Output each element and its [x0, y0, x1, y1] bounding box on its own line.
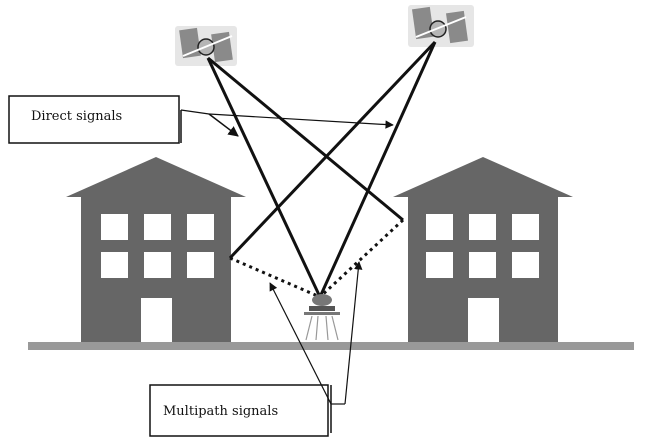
direct-label-connector: [180, 109, 210, 115]
gnss-receiver-icon: [304, 294, 340, 341]
right-building-icon: [393, 157, 573, 342]
multipath-signals-label-box: [149, 384, 329, 437]
right-satellite-icon: [408, 5, 474, 47]
multipath-signals-label: Multipath signals: [163, 404, 278, 419]
reflected-path-right-sat: [228, 40, 437, 260]
direct-arrow-left: [208, 113, 239, 137]
direct-arrow-right: [208, 113, 394, 129]
direct-signal-left: [206, 57, 322, 298]
left-satellite-icon: [175, 26, 237, 66]
multipath-dotted-right: [318, 218, 405, 299]
direct-signals-label-box: [8, 95, 180, 144]
direct-signals-label: Direct signals: [31, 109, 122, 124]
multipath-arrow-left: [269, 282, 332, 405]
ground-line: [28, 342, 634, 350]
multipath-dotted-left: [229, 256, 321, 299]
left-building-icon: [66, 157, 246, 342]
reflected-path-left-sat: [207, 56, 404, 222]
multipath-arrow-right: [344, 261, 363, 405]
direct-signal-right: [318, 41, 437, 298]
